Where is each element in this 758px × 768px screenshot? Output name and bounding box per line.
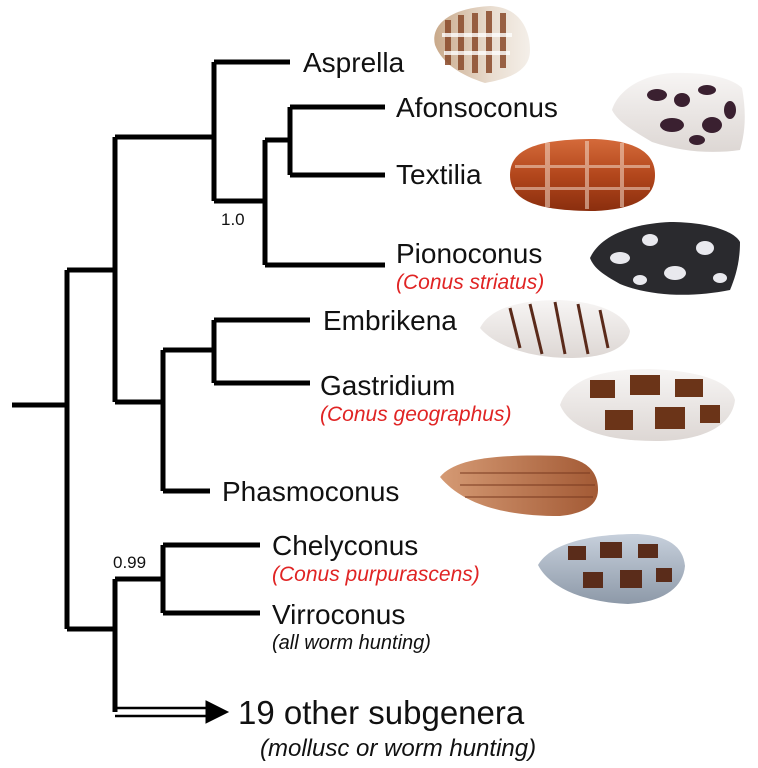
asprella-shell — [434, 6, 530, 83]
label-chelyconus: Chelyconus — [272, 532, 418, 560]
label-textilia: Textilia — [396, 161, 482, 189]
label-pionoconus: Pionoconus — [396, 240, 542, 268]
support-value-1: 1.0 — [221, 211, 245, 228]
label-asprella: Asprella — [303, 49, 404, 77]
label-other-subgenera: 19 other subgenera — [238, 696, 524, 729]
label-phasmoconus: Phasmoconus — [222, 478, 399, 506]
species-chelyconus: (Conus purpurascens) — [272, 564, 480, 585]
note-virroconus: (all worm hunting) — [272, 633, 431, 653]
label-gastridium: Gastridium — [320, 372, 455, 400]
label-afonsoconus: Afonsoconus — [396, 94, 558, 122]
label-virroconus: Virroconus — [272, 601, 405, 629]
species-pionoconus: (Conus striatus) — [396, 272, 544, 293]
gastridium-shell — [560, 369, 735, 441]
chelyconus-shell — [538, 534, 685, 604]
species-gastridium: (Conus geographus) — [320, 404, 511, 425]
textilia-shell — [510, 139, 655, 211]
pionoconus-shell — [590, 222, 740, 295]
note-other-subgenera: (mollusc or worm hunting) — [260, 737, 536, 761]
support-value-2: 0.99 — [113, 554, 146, 571]
label-embrikena: Embrikena — [323, 307, 457, 335]
afonsoconus-shell — [612, 73, 745, 152]
outgroup-arrow — [115, 701, 228, 723]
embrikena-shell — [480, 300, 630, 358]
phasmoconus-shell — [440, 456, 598, 516]
